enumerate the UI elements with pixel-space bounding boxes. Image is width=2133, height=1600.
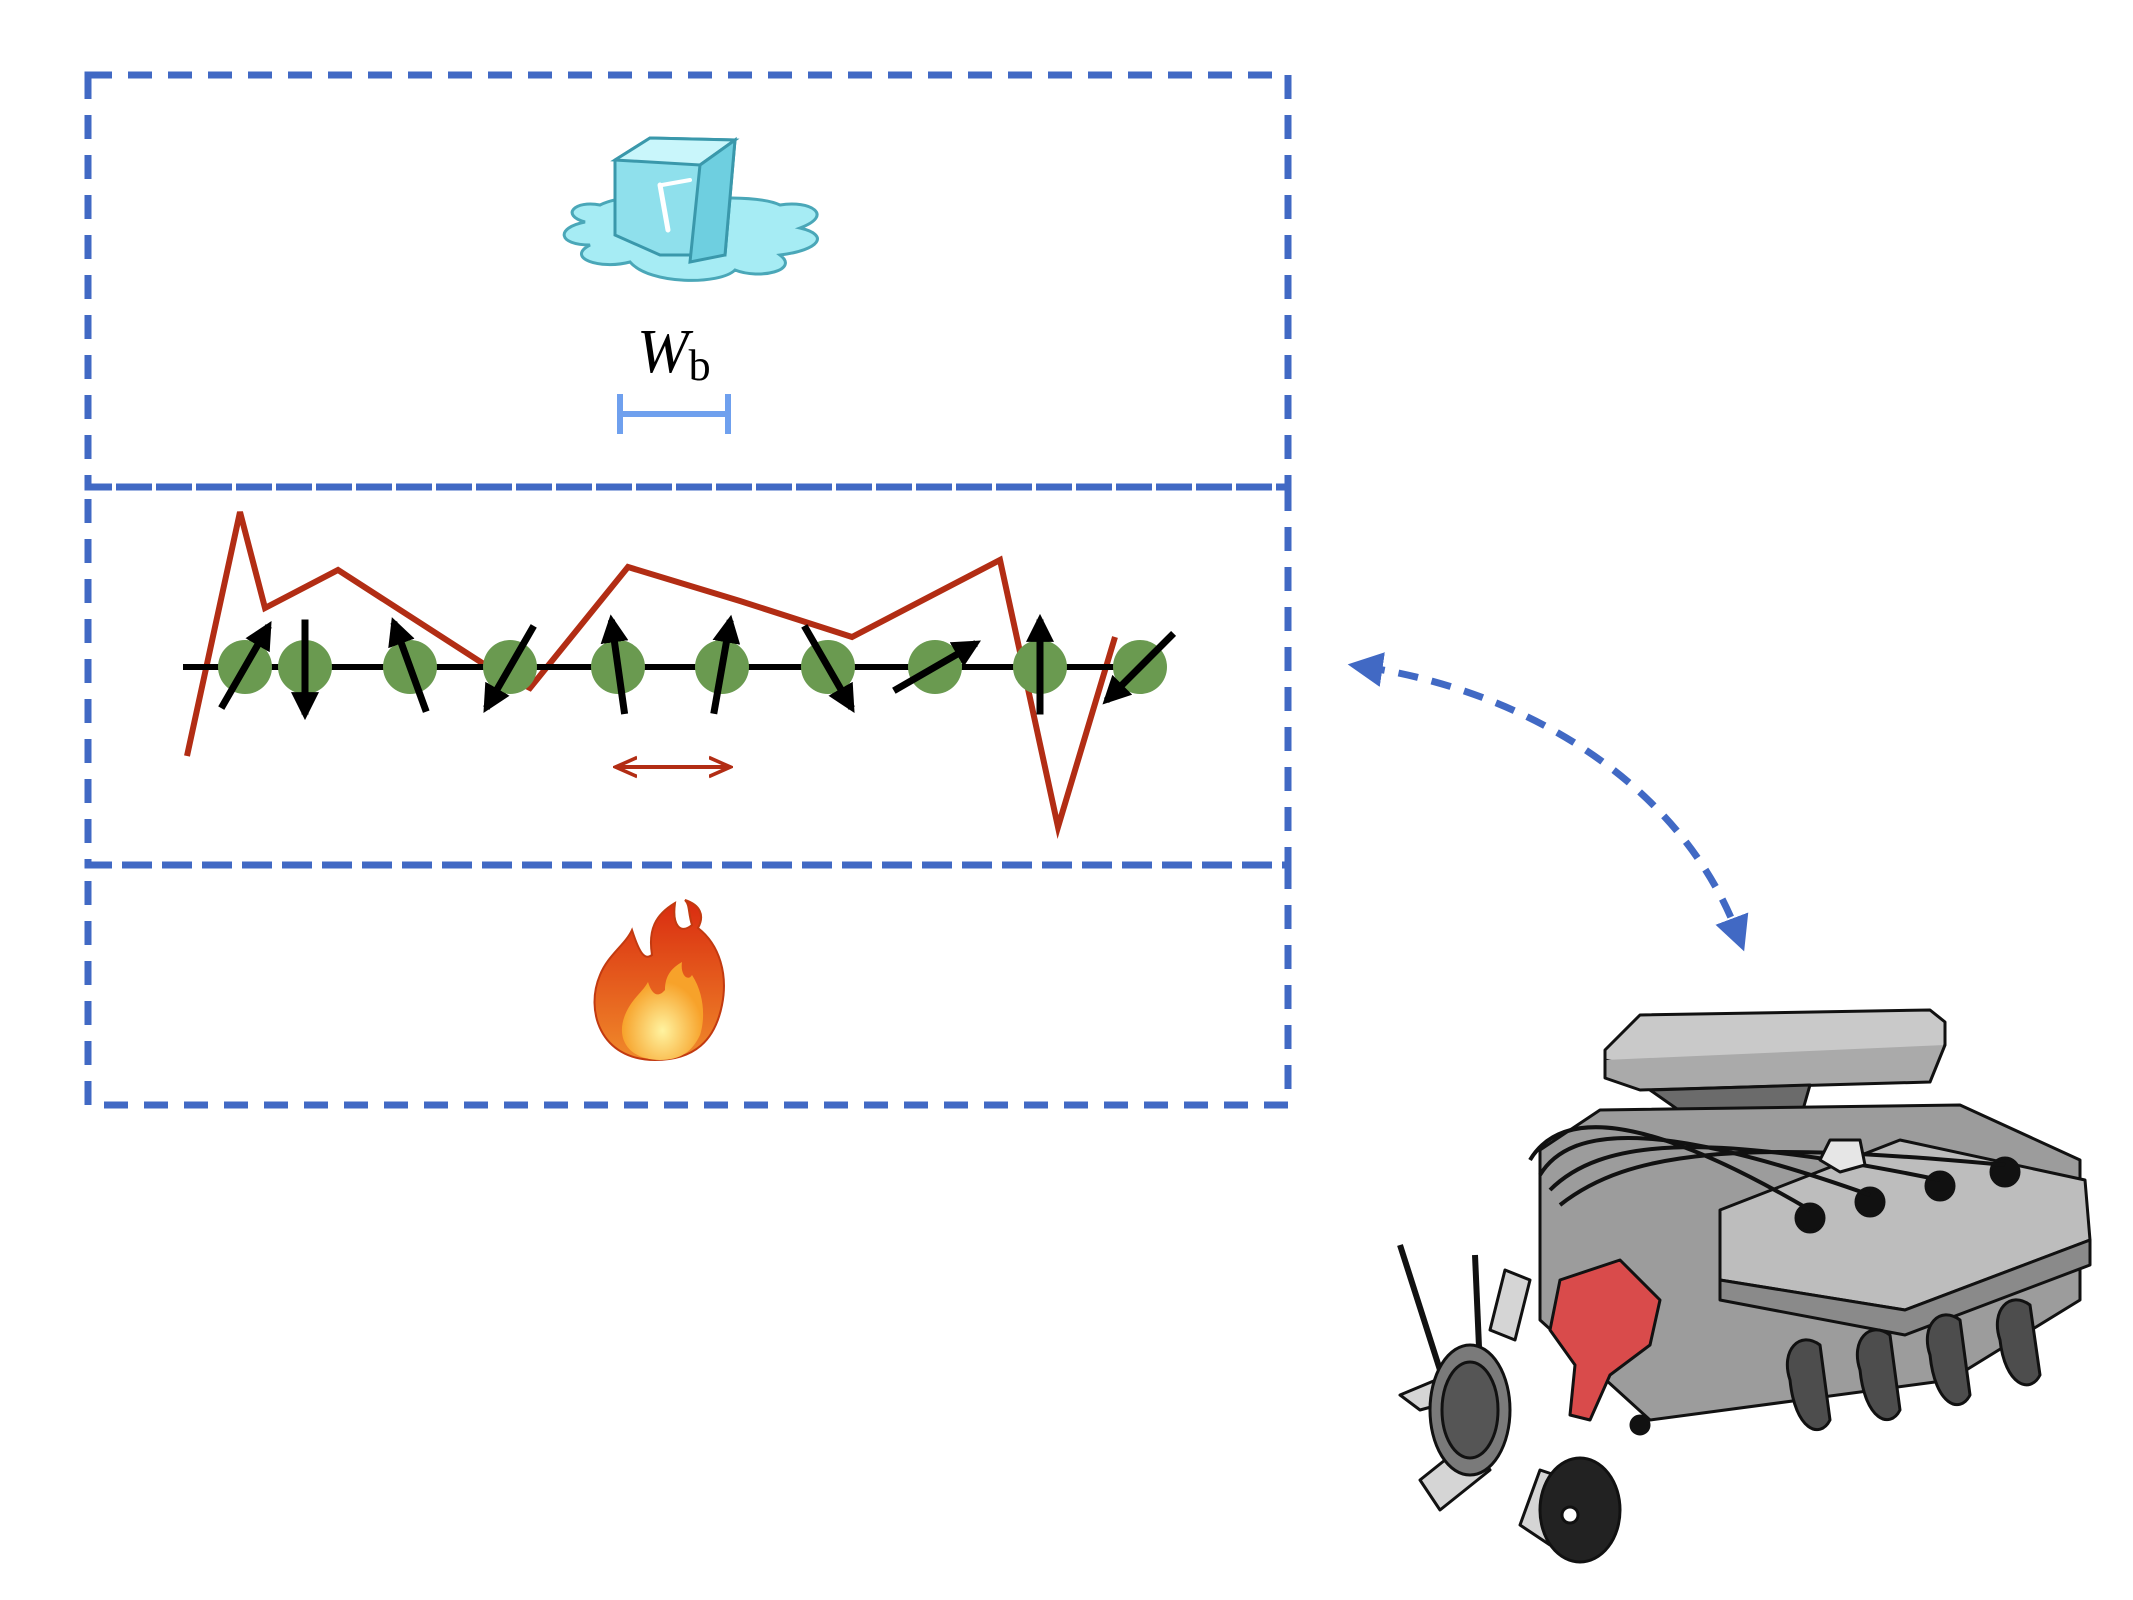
bath-width-bar xyxy=(617,394,731,434)
spin-arrow xyxy=(801,624,855,713)
bath-width-subscript: b xyxy=(689,341,711,390)
spin-arrow xyxy=(600,614,629,715)
engine-icon xyxy=(1397,1008,2092,1564)
spin-arrow xyxy=(892,640,981,694)
spin-arrow xyxy=(218,621,272,710)
coupling-double-arrow xyxy=(1347,652,1749,952)
spin-arrow xyxy=(388,617,430,713)
fire-icon xyxy=(593,899,725,1062)
spin-arrow xyxy=(483,624,537,713)
spin-arrow xyxy=(1102,630,1177,705)
bath-width-symbol: W xyxy=(637,318,694,386)
ice-cube-icon xyxy=(562,136,819,282)
hot-bath-panel xyxy=(84,861,1292,1109)
bath-width-label: Wb xyxy=(637,318,711,390)
wave-line xyxy=(184,511,1118,839)
spin-arrow xyxy=(710,614,741,715)
spin-arrows xyxy=(218,613,1177,721)
